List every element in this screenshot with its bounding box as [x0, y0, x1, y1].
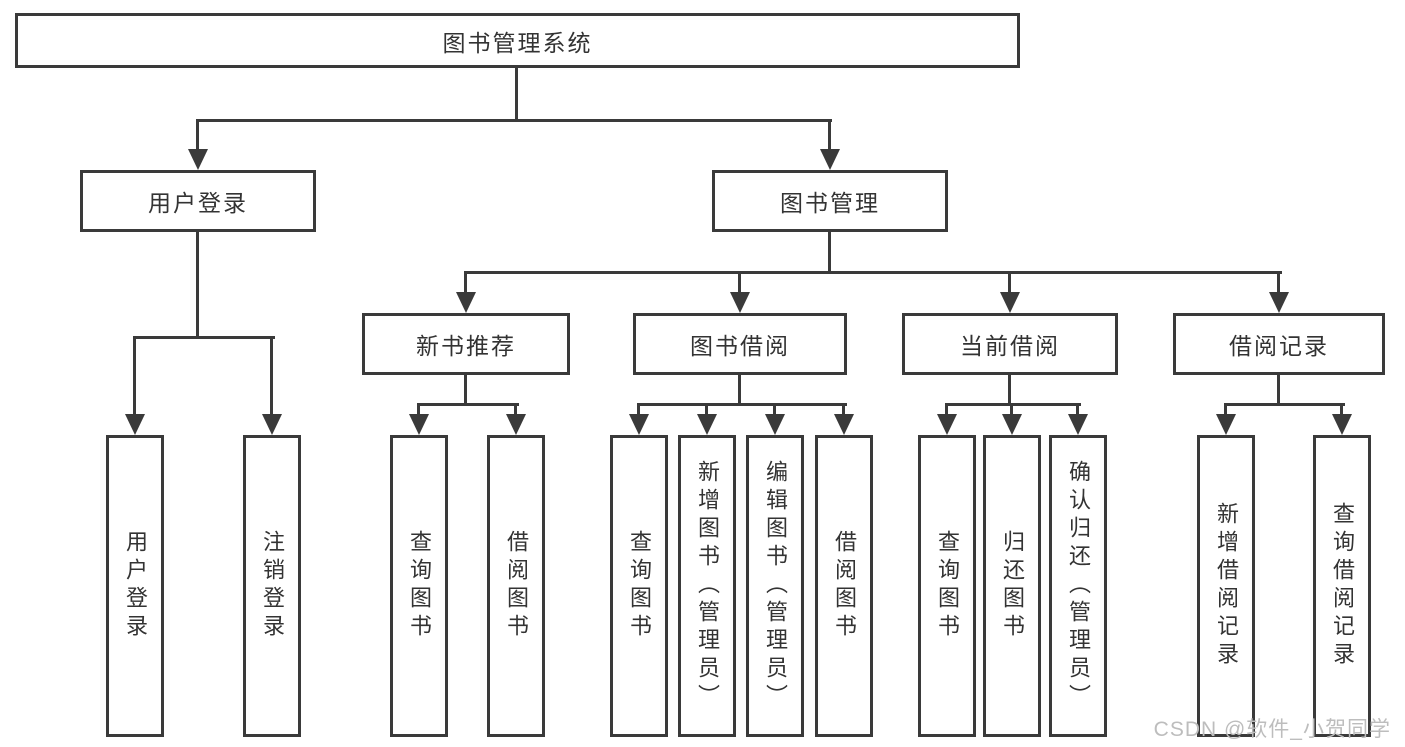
leaf-query-borrow-record: 查询借阅记录: [1313, 435, 1371, 737]
leaf-edit-book-admin: 编辑图书（管理员）: [746, 435, 804, 737]
connector-arrowhead: [820, 149, 840, 170]
node-new-book-recommend: 新书推荐: [362, 313, 570, 375]
node-book-borrow: 图书借阅: [633, 313, 847, 375]
connector-arrowhead: [409, 414, 429, 435]
leaf-return-book: 归还图书: [983, 435, 1041, 737]
connector-line: [1008, 375, 1011, 406]
node-current-borrow: 当前借阅: [902, 313, 1118, 375]
connector-line: [705, 403, 708, 417]
connector-arrowhead: [456, 292, 476, 313]
connector-line: [464, 375, 467, 406]
connector-arrowhead: [1216, 414, 1236, 435]
node-borrow-records: 借阅记录: [1173, 313, 1385, 375]
leaf-query-books-current: 查询图书: [918, 435, 976, 737]
connector-line: [196, 119, 199, 152]
connector-arrowhead: [125, 414, 145, 435]
connector-arrowhead: [1002, 414, 1022, 435]
connector-line: [945, 403, 1081, 406]
connector-line: [1076, 403, 1079, 417]
connector-arrowhead: [506, 414, 526, 435]
node-book-management: 图书管理: [712, 170, 948, 232]
connector-arrowhead: [765, 414, 785, 435]
leaf-borrow-books: 借阅图书: [815, 435, 873, 737]
connector-line: [637, 403, 847, 406]
connector-line: [270, 336, 273, 417]
connector-arrowhead: [1000, 292, 1020, 313]
leaf-user-login: 用户登录: [106, 435, 164, 737]
connector-line: [133, 336, 275, 339]
connector-line: [637, 403, 640, 417]
connector-line: [417, 403, 420, 417]
connector-line: [1277, 271, 1280, 295]
leaf-add-borrow-record: 新增借阅记录: [1197, 435, 1255, 737]
connector-line: [1224, 403, 1227, 417]
connector-arrowhead: [262, 414, 282, 435]
connector-arrowhead: [629, 414, 649, 435]
connector-line: [1277, 375, 1280, 406]
leaf-query-books-recommend: 查询图书: [390, 435, 448, 737]
leaf-query-books-borrow: 查询图书: [610, 435, 668, 737]
connector-line: [133, 336, 136, 417]
connector-arrowhead: [730, 292, 750, 313]
connector-line: [464, 271, 1282, 274]
connector-arrowhead: [188, 149, 208, 170]
leaf-add-book-admin: 新增图书（管理员）: [678, 435, 736, 737]
connector-line: [828, 119, 831, 152]
connector-line: [1010, 403, 1013, 417]
connector-line: [828, 232, 831, 274]
leaf-logout: 注销登录: [243, 435, 301, 737]
connector-arrowhead: [1269, 292, 1289, 313]
connector-arrowhead: [1068, 414, 1088, 435]
connector-line: [738, 271, 741, 295]
connector-line: [1224, 403, 1345, 406]
connector-arrowhead: [834, 414, 854, 435]
connector-line: [1340, 403, 1343, 417]
watermark: CSDN @软件_小贺同学: [1153, 718, 1391, 741]
connector-line: [1008, 271, 1011, 295]
connector-line: [196, 232, 199, 339]
node-root: 图书管理系统: [15, 13, 1020, 68]
connector-line: [417, 403, 519, 406]
leaf-borrow-books-recommend: 借阅图书: [487, 435, 545, 737]
node-user-login: 用户登录: [80, 170, 316, 232]
connector-line: [945, 403, 948, 417]
connector-line: [515, 68, 518, 121]
connector-arrowhead: [1332, 414, 1352, 435]
connector-line: [773, 403, 776, 417]
connector-line: [842, 403, 845, 417]
leaf-confirm-return-admin: 确认归还（管理员）: [1049, 435, 1107, 737]
connector-arrowhead: [697, 414, 717, 435]
connector-line: [464, 271, 467, 295]
connector-arrowhead: [937, 414, 957, 435]
connector-line: [514, 403, 517, 417]
connector-line: [196, 119, 832, 122]
connector-line: [738, 375, 741, 406]
